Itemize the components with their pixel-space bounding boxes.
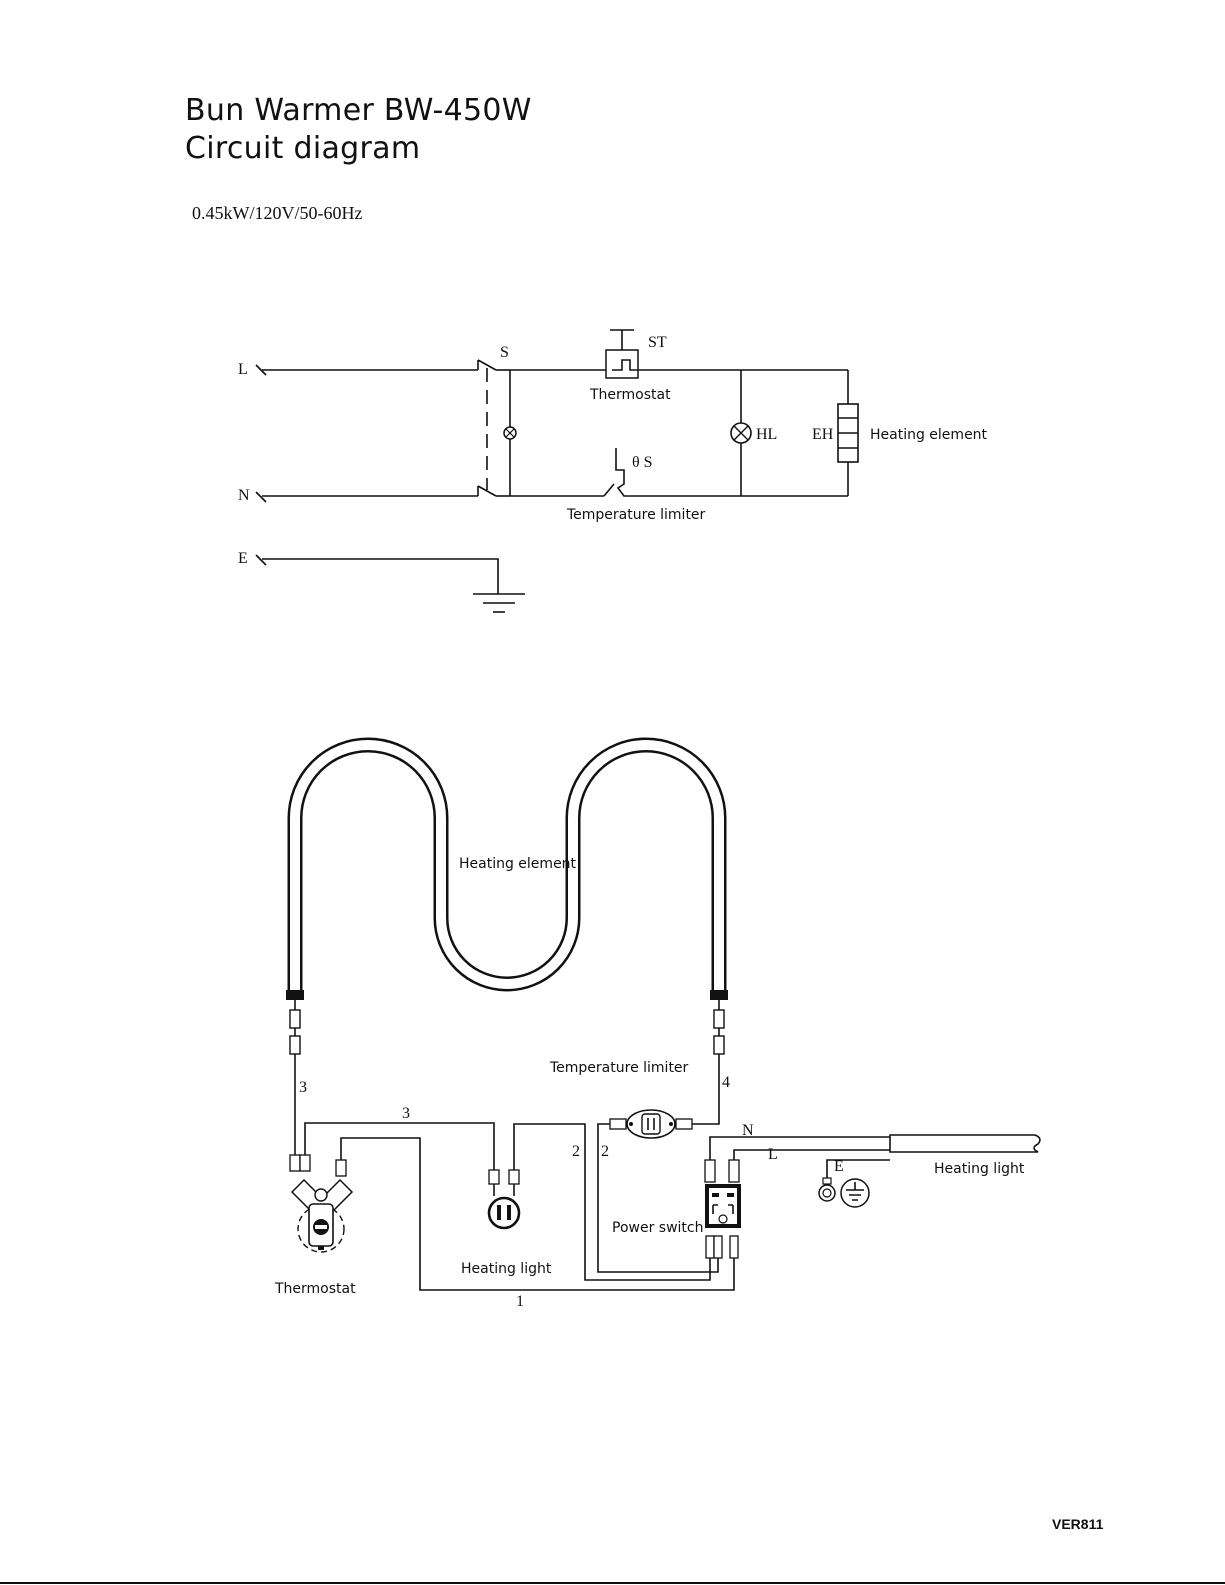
heating-lamp-symbol: [731, 423, 751, 443]
double-pole-switch: [478, 360, 510, 496]
wire-4-element: [690, 1054, 719, 1124]
left-tube-connectors: [290, 1010, 300, 1054]
schematic-diagram: L N E S ST Thermost: [238, 330, 988, 612]
ground-icon: [473, 594, 525, 612]
terminal-L-label: L: [238, 361, 248, 378]
wire-number-3a: 3: [299, 1079, 307, 1096]
wire-3-top: [305, 1123, 494, 1170]
wire-number-2a: 2: [572, 1143, 580, 1160]
terminal-E-label: E: [238, 550, 248, 567]
thermostat-code: ST: [648, 334, 667, 351]
temperature-limiter-part: [610, 1110, 692, 1138]
thermostat-schematic-label: Thermostat: [589, 387, 671, 403]
cord-label: Heating light: [934, 1161, 1025, 1177]
wire-number-4: 4: [722, 1074, 730, 1091]
switch-indicator-lamp: [504, 427, 516, 439]
heater-element-symbol: [838, 404, 858, 462]
heating-element-tube: [286, 745, 728, 1010]
right-tube-connectors: [714, 1010, 724, 1054]
wire-2-limiter: [598, 1124, 718, 1272]
cord-wire-L: [734, 1150, 890, 1160]
thermostat-part: [290, 1155, 352, 1252]
thermostat-label: Thermostat: [274, 1281, 356, 1297]
terminal-N-label: N: [238, 487, 250, 504]
wire-number-3b: 3: [402, 1105, 410, 1122]
power-switch-label: Power switch: [612, 1220, 703, 1236]
wire-number-1: 1: [516, 1293, 524, 1310]
wire-2-light: [514, 1124, 710, 1280]
heating-light-socket: [489, 1170, 519, 1228]
limiter-code: θ S: [632, 454, 653, 471]
temperature-limiter-symbol: [604, 448, 630, 496]
terminal-marks: [256, 365, 266, 565]
heating-element-label: Heating element: [459, 856, 577, 872]
earth-wire: [262, 559, 498, 594]
limiter-schematic-label: Temperature limiter: [566, 507, 706, 523]
heater-schematic-label: Heating element: [870, 427, 988, 443]
power-cord: [890, 1135, 1040, 1152]
ground-icon: [841, 1179, 869, 1207]
thermostat-symbol: [606, 330, 638, 378]
cord-L-label: L: [768, 1146, 778, 1163]
temperature-limiter-label: Temperature limiter: [549, 1060, 689, 1076]
power-switch-part: [705, 1160, 741, 1258]
switch-code: S: [500, 344, 509, 361]
wiring-diagram: Heating element 3 4 T: [274, 745, 1040, 1310]
cord-wire-N: [710, 1137, 890, 1160]
cord-N-label: N: [742, 1122, 754, 1139]
cord-E-label: E: [834, 1158, 844, 1175]
heater-code: EH: [812, 426, 834, 443]
heating-light-label: Heating light: [461, 1261, 552, 1277]
lamp-code: HL: [756, 426, 777, 443]
earth-ring-terminal: [819, 1178, 835, 1201]
wire-number-2b: 2: [601, 1143, 609, 1160]
